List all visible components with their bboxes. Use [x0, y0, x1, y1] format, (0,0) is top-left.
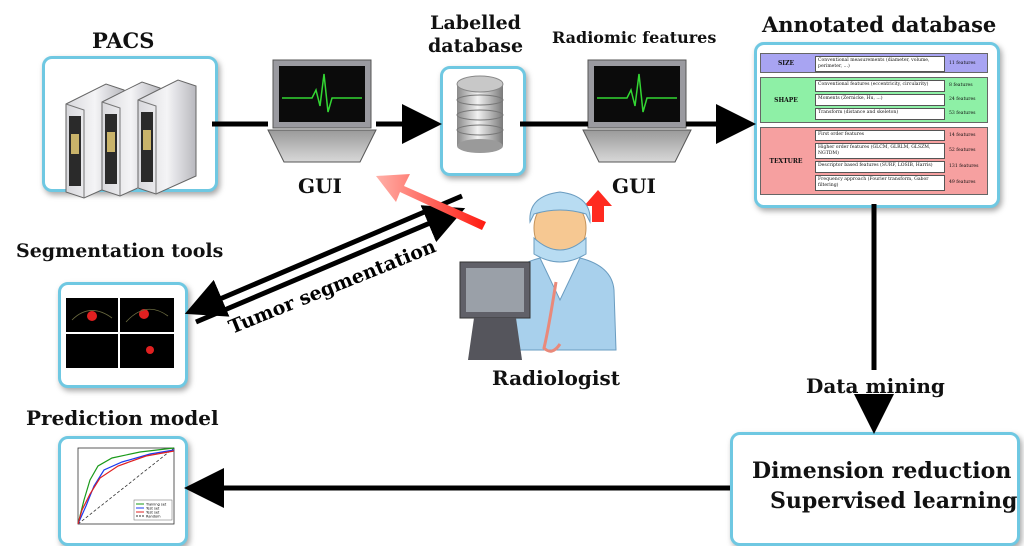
size-group-name: SIZE [777, 60, 795, 67]
texture-row-2: Higher order features (GLCM, GLRLM, GLSZ… [815, 143, 945, 159]
pacs-servers-icon [65, 79, 197, 199]
shape-row-2: Moments (Zernicke, Hu, ...) [815, 94, 945, 106]
database-icon [456, 75, 504, 153]
size-row-1: Conventional measurements (diameter, vol… [815, 56, 945, 72]
texture-group-name: TEXTURE [769, 158, 803, 165]
shape-group: SHAPE Conventional features (eccentricit… [760, 77, 988, 123]
radiologist-label: Radiologist [492, 366, 620, 390]
roc-legend-1: Training set [145, 503, 167, 507]
roc-legend-2: Test set [145, 507, 160, 511]
prediction-model-label: Prediction model [26, 406, 219, 430]
monitor-right-icon [582, 59, 692, 163]
monitor-left-icon [267, 59, 377, 163]
roc-legend-4: Random [146, 515, 161, 519]
texture-row-4: Frequency approach (Fourier transform, G… [815, 175, 945, 191]
shape-row-1-count: 8 features [949, 83, 973, 88]
shape-row-3-count: 53 features [949, 111, 976, 116]
red-arrow-to-gui [376, 174, 486, 230]
texture-row-4-count: 49 features [949, 180, 976, 185]
texture-group: TEXTURE First order features 14 features… [760, 127, 988, 195]
pacs-label: PACS [92, 28, 155, 53]
labelled-database-label: Labelled database [428, 12, 524, 57]
dimension-reduction-label: Dimension reduction [752, 458, 1012, 484]
segmentation-images [66, 298, 174, 368]
texture-row-3: Descriptor based features (SURF, LOSIB, … [815, 161, 945, 173]
shape-group-name: SHAPE [774, 97, 798, 104]
shape-row-1: Conventional features (eccentricity, cir… [815, 80, 945, 92]
shape-row-2-count: 24 features [949, 97, 976, 102]
roc-legend-3: Test set [145, 511, 160, 515]
annotated-database-label: Annotated database [762, 12, 997, 37]
size-row-1-count: 11 features [949, 61, 976, 66]
texture-row-1-count: 14 features [949, 133, 976, 138]
shape-row-3: Transform (distance and skeleton) [815, 108, 945, 120]
gui-right-label: GUI [612, 174, 656, 198]
red-arrow-up [584, 190, 612, 222]
radiomic-features-label: Radiomic features [552, 28, 717, 47]
texture-row-3-count: 131 features [949, 164, 979, 169]
data-mining-label: Data mining [806, 374, 945, 398]
supervised-learning-label: Supervised learning [770, 488, 1018, 514]
size-group: SIZE Conventional measurements (diameter… [760, 53, 988, 73]
roc-plot: Training set Test set Test set Random [77, 447, 175, 525]
gui-left-label: GUI [298, 174, 342, 198]
texture-row-2-count: 52 features [949, 148, 976, 153]
texture-row-1: First order features [815, 130, 945, 141]
segmentation-tools-label: Segmentation tools [16, 240, 224, 262]
radiologist-icon [459, 191, 617, 360]
